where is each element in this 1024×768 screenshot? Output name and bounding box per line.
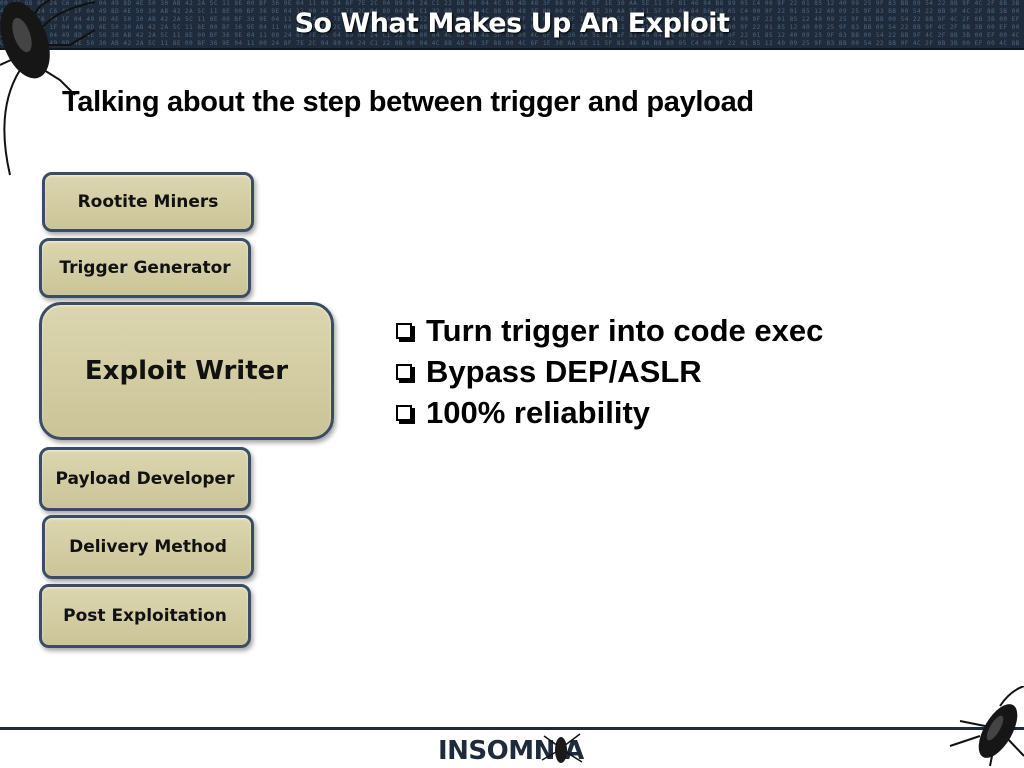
stage-label: Delivery Method xyxy=(69,537,227,557)
stage-delivery-method: Delivery Method xyxy=(42,515,254,579)
stage-payload-developer: Payload Developer xyxy=(39,447,251,511)
stage-label: Post Exploitation xyxy=(63,606,227,626)
bullet-item: 100% reliability xyxy=(396,392,823,433)
bullet-text: Turn trigger into code exec xyxy=(426,313,824,348)
stage-label: Exploit Writer xyxy=(84,356,289,386)
stage-label: Payload Developer xyxy=(55,469,235,489)
checkbox-bullet-icon xyxy=(396,363,412,380)
bullet-text: 100% reliability xyxy=(426,395,651,430)
stage-label: Trigger Generator xyxy=(59,258,231,278)
stage-exploit-writer: Exploit Writer xyxy=(39,302,334,440)
bullet-list: Turn trigger into code exec Bypass DEP/A… xyxy=(396,310,823,433)
bullet-item: Bypass DEP/ASLR xyxy=(396,351,823,392)
cockroach-icon xyxy=(949,686,1024,767)
cockroach-icon xyxy=(0,0,96,176)
header-bar: 00 4C 8B 04 24 C6 40 1F 04 49 8D 4E 50 3… xyxy=(0,0,1024,50)
bullet-item: Turn trigger into code exec xyxy=(396,310,823,351)
stage-trigger-generator: Trigger Generator xyxy=(39,238,251,298)
stage-rootite-miners: Rootite Miners xyxy=(42,172,254,232)
cockroach-icon xyxy=(541,733,583,763)
checkbox-bullet-icon xyxy=(396,404,412,421)
slide-subtitle: Talking about the step between trigger a… xyxy=(62,86,754,118)
footer-divider xyxy=(0,727,1024,730)
stage-label: Rootite Miners xyxy=(77,192,219,212)
stage-post-exploitation: Post Exploitation xyxy=(39,584,251,648)
bullet-text: Bypass DEP/ASLR xyxy=(426,354,702,389)
checkbox-bullet-icon xyxy=(396,322,412,339)
slide-title: So What Makes Up An Exploit xyxy=(294,8,730,39)
